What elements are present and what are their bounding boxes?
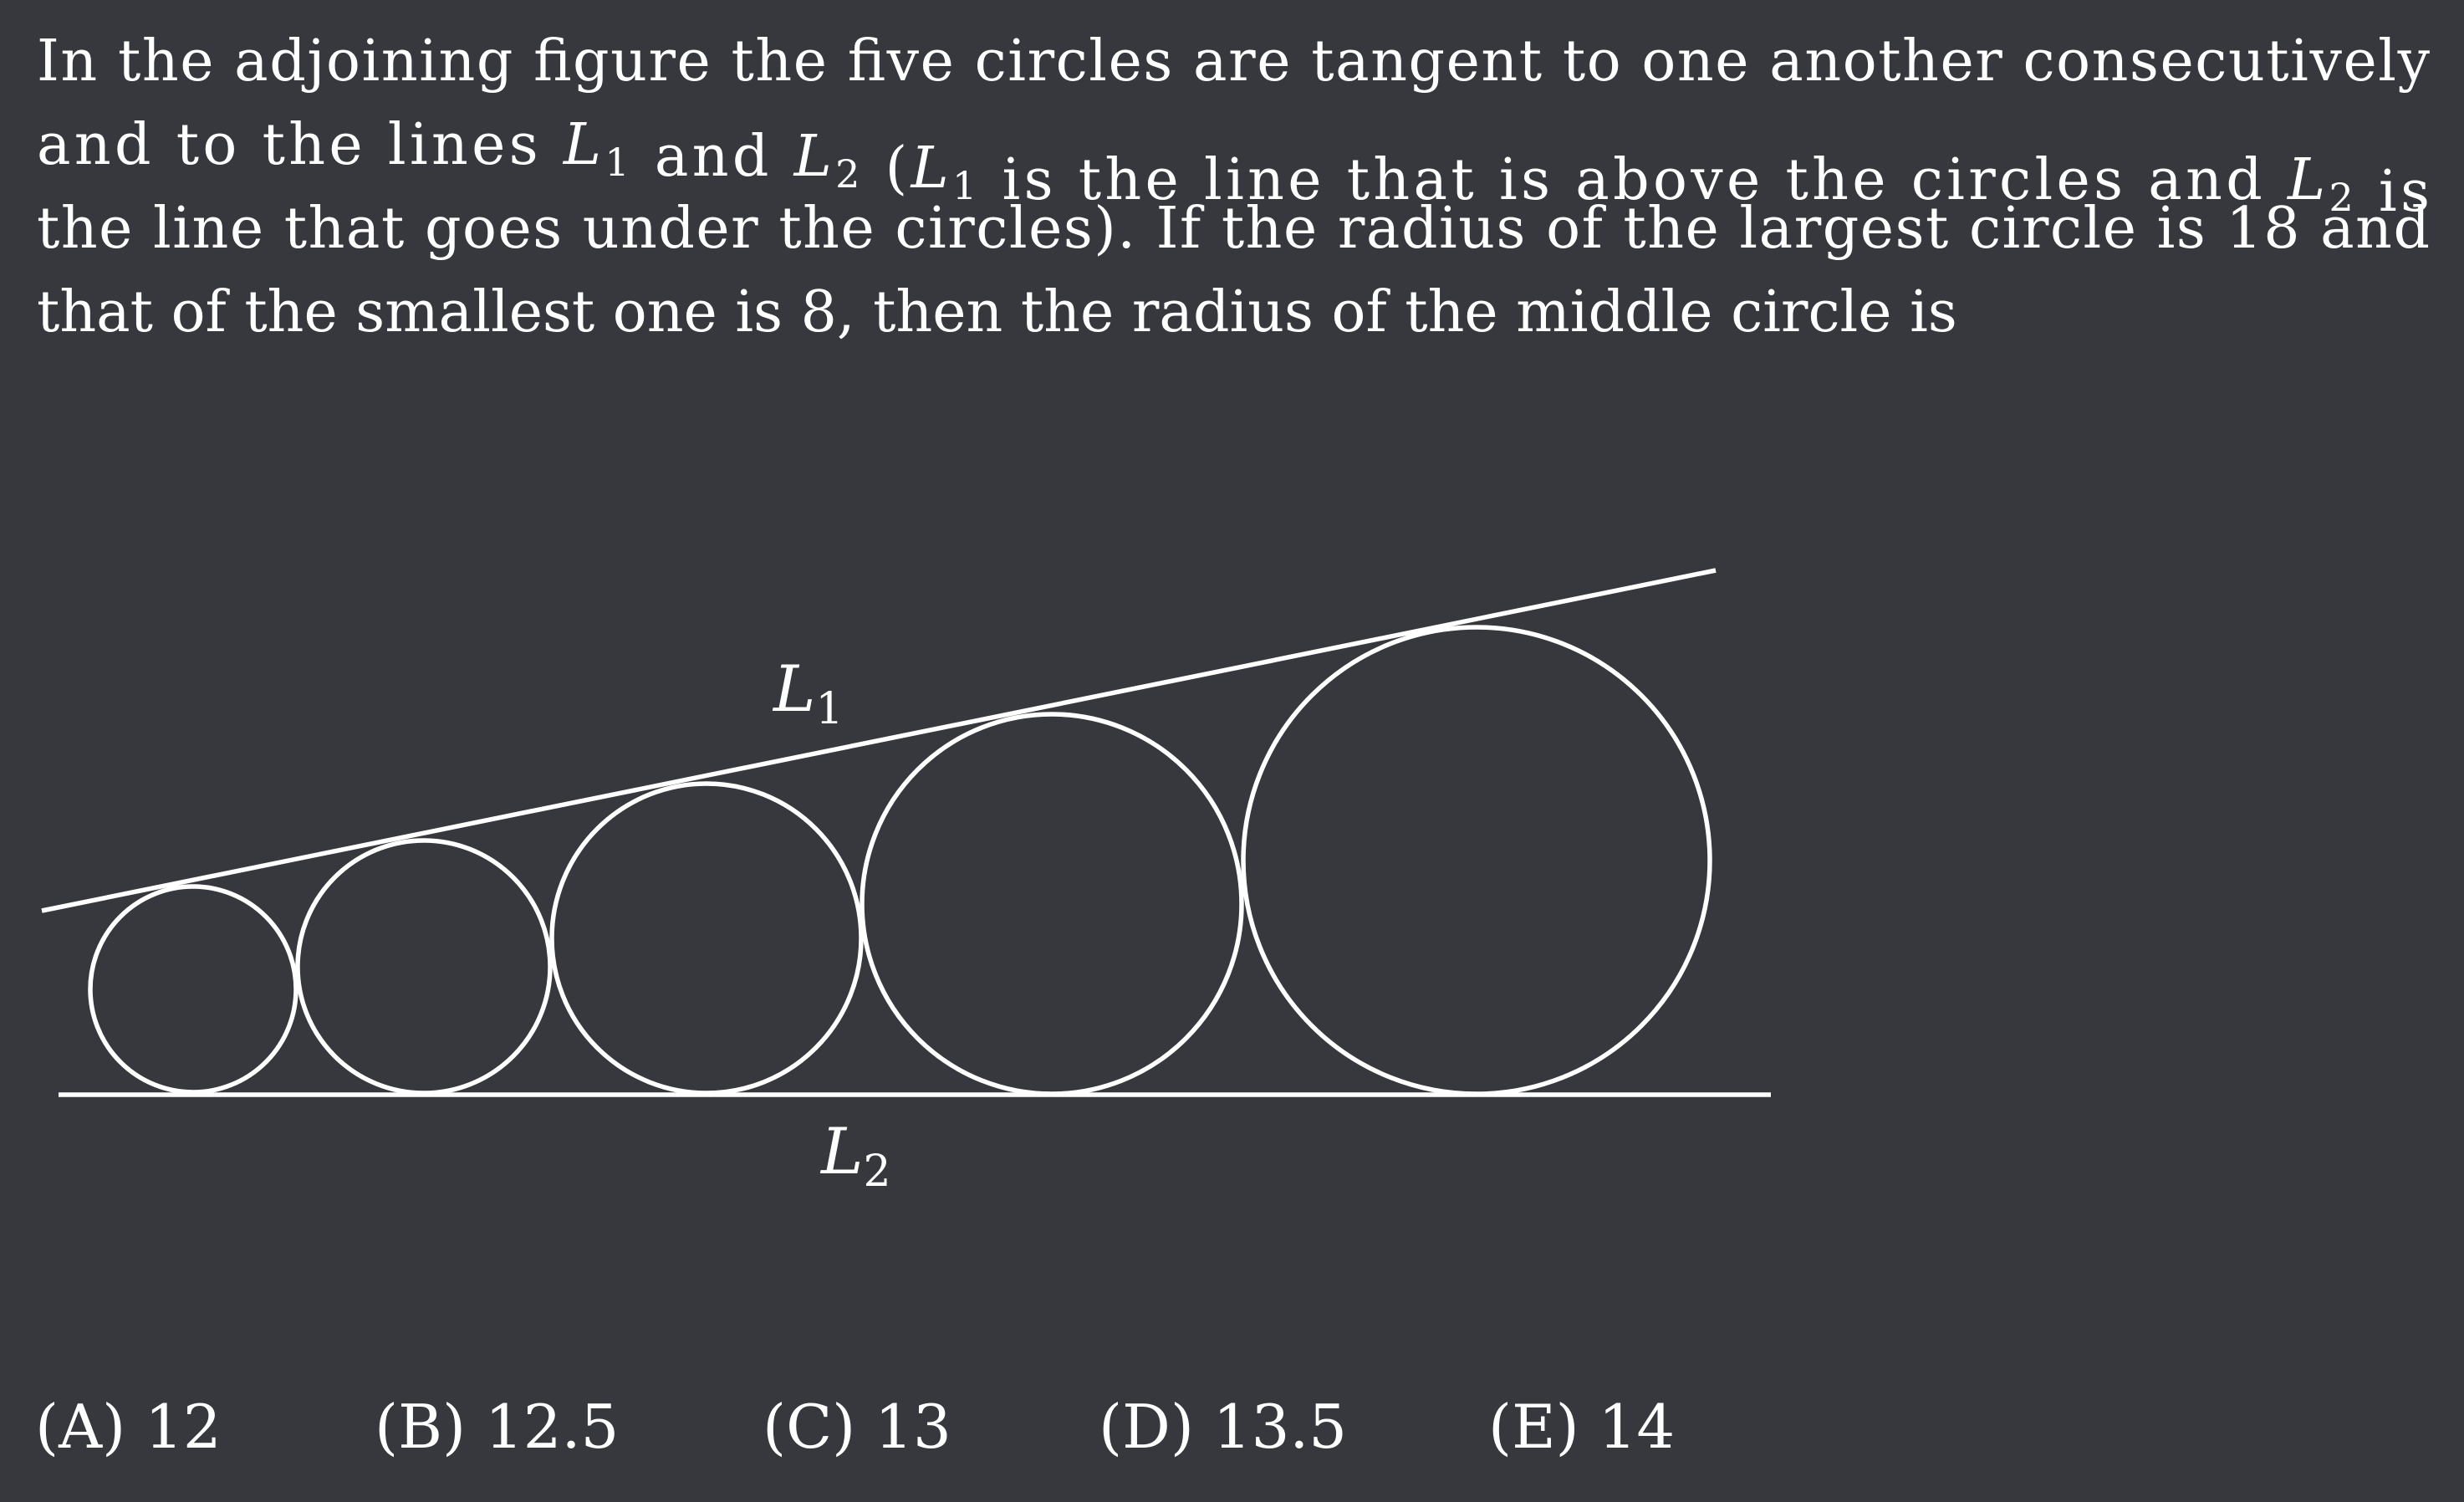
choice-letter: (A): [35, 1392, 145, 1462]
circle-2: [295, 838, 553, 1096]
choice-value: 13: [875, 1392, 951, 1462]
problem-line-2: and to the lines L1 and L2 (L1 is the li…: [37, 112, 2430, 225]
choice-d: (D) 13.5: [1099, 1392, 1347, 1462]
choice-value: 12.5: [485, 1392, 619, 1462]
choice-letter: (D): [1099, 1392, 1213, 1462]
math-subscript: 2: [2329, 175, 2353, 220]
text-run: is the line that is above the circles an…: [981, 147, 2284, 213]
line-L1: [41, 568, 1717, 913]
choice-e: (E) 14: [1488, 1392, 1675, 1462]
math-subscript: 1: [815, 684, 843, 734]
text-run: In the adjoining figure the five circles…: [37, 28, 2431, 95]
choice-letter: (C): [763, 1392, 875, 1462]
choice-value: 12: [145, 1392, 222, 1462]
answer-choices: (A) 12 (B) 12.5 (C) 13 (D) 13.5 (E) 14: [35, 1392, 1675, 1462]
circle-4: [860, 712, 1244, 1096]
circle-3-middle: [549, 781, 864, 1096]
math-subscript: 2: [863, 1147, 890, 1197]
problem-line-4: that of the smallest one is 8, then the …: [37, 279, 1957, 345]
math-variable: L: [772, 651, 815, 726]
choice-value: 14: [1599, 1392, 1676, 1462]
math-variable: L: [819, 1114, 863, 1188]
text-run: is: [2357, 159, 2430, 225]
math-variable: L: [793, 124, 832, 190]
label-L1: L1: [772, 651, 844, 734]
tangent-circles-diagram: [41, 568, 1771, 1097]
choice-b: (B) 12.5: [375, 1392, 619, 1462]
choice-a: (A) 12: [35, 1392, 222, 1462]
choice-letter: (E): [1488, 1392, 1599, 1462]
math-variable: L: [562, 112, 601, 178]
problem-line-3: the line that goes under the circles). I…: [37, 196, 2430, 262]
choice-value: 13.5: [1213, 1392, 1347, 1462]
math-variable: L: [2286, 147, 2325, 213]
problem-line-1: In the adjoining figure the five circles…: [37, 28, 2431, 95]
circle-1-smallest: [88, 884, 298, 1095]
text-run: and: [633, 124, 790, 190]
math-subscript: 1: [952, 163, 977, 208]
text-run: (: [864, 135, 907, 202]
math-variable: L: [910, 135, 949, 202]
problem-text: In the adjoining figure the five circles…: [37, 28, 2431, 345]
text-run: the line that goes under the circles). I…: [37, 196, 2430, 262]
circle-5-largest: [1241, 625, 1712, 1096]
label-L2: L2: [819, 1114, 891, 1197]
text-run: and to the lines: [37, 112, 560, 178]
math-subscript: 1: [605, 140, 629, 185]
choice-c: (C) 13: [763, 1392, 951, 1462]
choice-letter: (B): [375, 1392, 485, 1462]
math-subscript: 2: [835, 151, 860, 197]
text-run: that of the smallest one is 8, then the …: [37, 279, 1957, 345]
